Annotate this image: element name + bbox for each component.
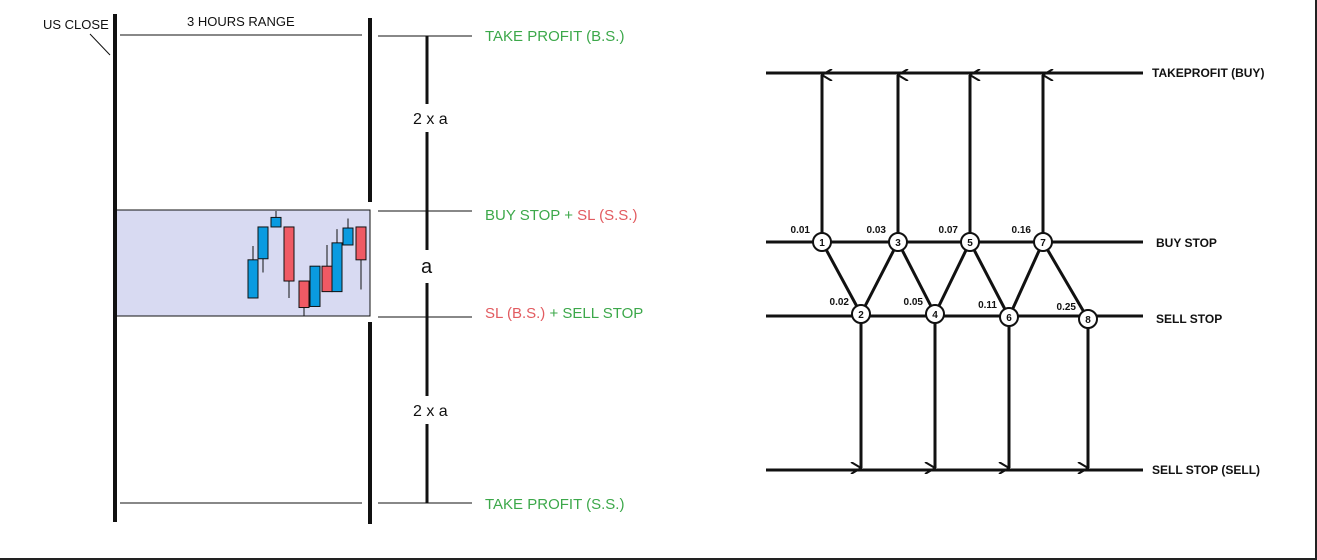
order-node: 30.03 <box>867 225 908 252</box>
candle-body <box>342 227 354 246</box>
node-number: 8 <box>1085 315 1091 326</box>
node-lot: 0.11 <box>978 300 997 311</box>
order-node: 60.11 <box>978 300 1019 327</box>
plus-text: + <box>560 207 577 224</box>
link-line <box>820 241 863 315</box>
candle-body <box>247 259 259 299</box>
sell-stop-sell-label: SELL STOP (SELL) <box>1152 463 1260 477</box>
sl-sell-stop-label: SL (B.S.) + SELL STOP <box>485 305 643 322</box>
candle <box>355 226 367 290</box>
node-lot: 0.03 <box>867 225 887 236</box>
link-line <box>896 241 937 315</box>
node-circle <box>1078 309 1098 329</box>
node-lot: 0.05 <box>904 297 924 308</box>
sell-stop-label: SELL STOP <box>1156 312 1222 326</box>
range-label: 3 HOURS RANGE <box>187 14 295 29</box>
node-circle <box>960 232 980 252</box>
order-node: 50.07 <box>939 225 980 252</box>
candle-body <box>331 242 343 293</box>
two-a-top-label: 2 x a <box>413 111 448 128</box>
node-number: 1 <box>819 238 825 249</box>
candle-body <box>355 226 367 261</box>
candle-body <box>309 265 321 307</box>
sell-stop-text: SELL STOP <box>562 305 643 322</box>
node-lot: 0.02 <box>830 297 850 308</box>
node-number: 3 <box>895 238 901 249</box>
link-line <box>933 241 972 315</box>
order-node: 10.01 <box>791 225 832 252</box>
a-label: a <box>421 256 433 278</box>
candlestick-chart <box>247 211 367 316</box>
candle-body <box>298 280 310 309</box>
order-node: 20.02 <box>830 297 871 324</box>
sl-bs-text: SL (B.S.) <box>485 305 545 322</box>
node-circle <box>851 304 871 324</box>
take-profit-ss-label: TAKE PROFIT (S.S.) <box>485 496 624 513</box>
left-panel: US CLOSE 3 HOURS RANGE TAKE PROFIT (B.S.… <box>43 14 643 524</box>
node-lot: 0.01 <box>791 225 811 236</box>
candle <box>247 246 259 299</box>
node-circle <box>999 307 1019 327</box>
right-panel: 10.0120.0230.0340.0550.0760.1170.1680.25… <box>766 66 1264 477</box>
link-line <box>968 241 1011 318</box>
order-node: 70.16 <box>1012 225 1053 252</box>
takeprofit-buy-label: TAKEPROFIT (BUY) <box>1152 66 1264 80</box>
buy-stop-sl-label: BUY STOP + SL (S.S.) <box>485 207 637 224</box>
node-circle <box>812 232 832 252</box>
link-line <box>859 241 900 315</box>
node-number: 6 <box>1006 313 1012 324</box>
link-line <box>1041 241 1090 320</box>
node-lot: 0.07 <box>939 225 959 236</box>
candle <box>342 218 354 246</box>
node-circle <box>1033 232 1053 252</box>
order-node: 40.05 <box>904 297 945 324</box>
candle <box>331 229 343 293</box>
candle-body <box>321 265 333 293</box>
buy-stop-label: BUY STOP <box>1156 236 1217 250</box>
us-close-label: US CLOSE <box>43 17 109 32</box>
candle-body <box>270 216 282 228</box>
candle <box>270 211 282 228</box>
candle <box>309 265 321 307</box>
buy-stop-text: BUY STOP <box>485 207 560 224</box>
us-close-pointer <box>89 33 111 56</box>
candle-body <box>257 226 269 260</box>
node-number: 4 <box>932 310 938 321</box>
node-circle <box>925 304 945 324</box>
plus-text: + <box>545 305 562 322</box>
node-lot: 0.16 <box>1012 225 1032 236</box>
take-profit-bs-label: TAKE PROFIT (B.S.) <box>485 28 624 45</box>
link-line <box>1007 241 1045 318</box>
two-a-bottom-label: 2 x a <box>413 403 448 420</box>
node-number: 7 <box>1040 238 1046 249</box>
node-number: 2 <box>858 310 864 321</box>
candle <box>283 226 295 298</box>
candle <box>257 226 269 273</box>
node-circle <box>888 232 908 252</box>
node-lot: 0.25 <box>1057 302 1077 313</box>
candle-body <box>283 226 295 282</box>
sl-ss-text: SL (S.S.) <box>577 207 637 224</box>
order-node: 80.25 <box>1057 302 1098 329</box>
candle <box>298 280 310 316</box>
node-number: 5 <box>967 238 973 249</box>
